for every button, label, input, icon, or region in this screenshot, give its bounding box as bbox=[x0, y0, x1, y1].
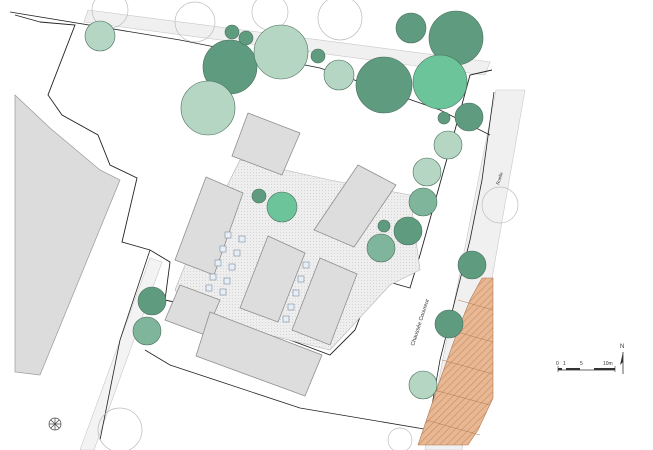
scale-bar: 0 1 5 10m bbox=[556, 361, 616, 372]
building-north bbox=[231, 112, 301, 176]
small-tree-symbol bbox=[48, 417, 62, 431]
property-line-west bbox=[14, 14, 41, 23]
tree bbox=[437, 111, 451, 125]
street-label-ruelle: Ruelle bbox=[495, 171, 504, 185]
tree bbox=[408, 370, 438, 400]
tree bbox=[224, 24, 240, 40]
buildings-central bbox=[164, 112, 397, 397]
tree bbox=[137, 286, 167, 316]
tree bbox=[251, 188, 267, 204]
hatched-parcel bbox=[417, 277, 494, 446]
scale-tick-10: 10m bbox=[603, 361, 613, 367]
tree bbox=[412, 157, 442, 187]
tree bbox=[323, 59, 355, 91]
building-east bbox=[313, 164, 397, 248]
tree bbox=[412, 54, 468, 110]
property-line-south bbox=[99, 249, 151, 441]
tree bbox=[454, 102, 484, 132]
building-south-long bbox=[195, 311, 323, 397]
scale-tick-5: 5 bbox=[580, 361, 583, 367]
boundary-mid bbox=[144, 349, 431, 431]
tree bbox=[433, 130, 463, 160]
road-left bbox=[79, 257, 163, 450]
building-center-left bbox=[239, 235, 306, 323]
scale-tick-1: 1 bbox=[563, 361, 566, 367]
tree bbox=[395, 12, 427, 44]
tree bbox=[366, 233, 396, 263]
tree bbox=[238, 30, 254, 46]
north-label: N bbox=[620, 344, 624, 350]
building-center-right bbox=[291, 257, 358, 346]
scale-tick-0: 0 bbox=[556, 361, 559, 367]
tree bbox=[355, 56, 413, 114]
trees-green bbox=[84, 10, 487, 400]
tree bbox=[132, 316, 162, 346]
tree bbox=[408, 187, 438, 217]
skylights bbox=[205, 231, 310, 323]
tree bbox=[266, 191, 298, 223]
tree bbox=[393, 216, 423, 246]
building-left-large bbox=[14, 94, 121, 376]
tree bbox=[253, 24, 309, 80]
tree bbox=[180, 80, 236, 136]
tree bbox=[84, 20, 116, 52]
tree bbox=[457, 250, 487, 280]
tree bbox=[377, 219, 391, 233]
hatched-parcel-grid bbox=[425, 299, 494, 436]
tree bbox=[310, 48, 326, 64]
tree bbox=[434, 309, 464, 339]
street-label-chaussee: Chaussée Couvreur bbox=[410, 298, 431, 347]
north-arrow: N bbox=[620, 344, 624, 374]
